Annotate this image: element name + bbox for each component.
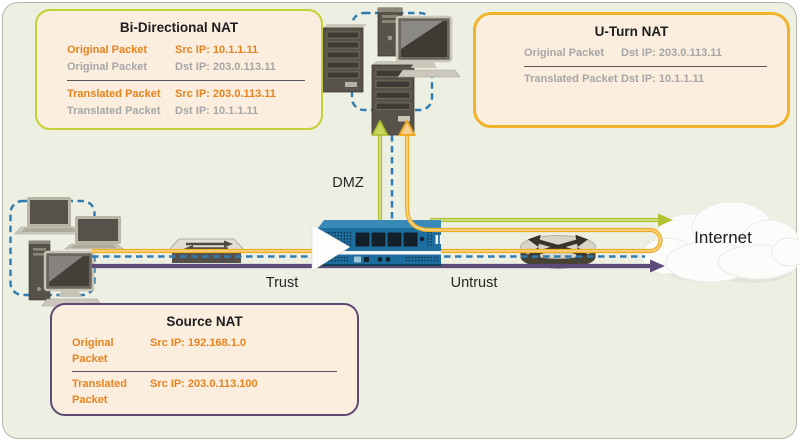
bidirectional-nat-arrowhead bbox=[658, 213, 673, 227]
nat-row-value: Dst IP: 203.0.113.11 bbox=[621, 47, 722, 59]
nat-row: Original Packet Src IP: 192.168.1.0 bbox=[72, 336, 341, 367]
bidirectional-nat-box: Bi-Directional NAT Original Packet Src I… bbox=[35, 9, 323, 130]
nat-row: Original Packet Dst IP: 203.0.113.11 bbox=[67, 59, 309, 76]
nat-row-label: Original Packet bbox=[67, 44, 148, 56]
nat-row: Translated Packet Src IP: 203.0.113.100 bbox=[72, 377, 341, 408]
firewall-ports bbox=[355, 232, 418, 247]
nat-row-label: Original Packet bbox=[72, 337, 114, 365]
nat-row-label: Translated Packet bbox=[524, 72, 618, 85]
nat-row-label: Original Packet bbox=[67, 61, 148, 73]
nat-row-value: Dst IP: 10.1.1.11 bbox=[621, 72, 705, 85]
source-nat-box: Source NAT Original Packet Src IP: 192.1… bbox=[50, 303, 359, 416]
nat-row-value: Dst IP: 203.0.113.11 bbox=[175, 61, 276, 73]
box-title: U-Turn NAT bbox=[594, 24, 669, 39]
nat-row-value: Src IP: 203.0.113.11 bbox=[175, 88, 276, 100]
laptop-icon bbox=[64, 216, 124, 250]
uturn-nat-box: U-Turn NAT Original Packet Dst IP: 203.0… bbox=[473, 12, 790, 128]
box-title: Bi-Directional NAT bbox=[119, 20, 239, 35]
internet-label: Internet bbox=[694, 228, 752, 247]
nat-row: Translated Packet Dst IP: 10.1.1.11 bbox=[524, 72, 771, 88]
uturn-nat-line-upper bbox=[404, 132, 448, 233]
uturn-nat-arrowhead bbox=[397, 118, 417, 136]
dmz-label: DMZ bbox=[332, 175, 364, 191]
divider bbox=[524, 65, 767, 67]
firewall-icon bbox=[311, 220, 443, 272]
divider bbox=[67, 80, 305, 81]
nat-row: Translated Packet Dst IP: 10.1.1.11 bbox=[67, 103, 309, 120]
nat-row-value: Dst IP: 10.1.1.11 bbox=[175, 105, 259, 117]
nat-row-label: Original Packet bbox=[524, 47, 605, 59]
box-title: Source NAT bbox=[166, 314, 243, 329]
source-nat-arrowhead bbox=[650, 259, 665, 273]
trust-label: Trust bbox=[265, 275, 299, 291]
nat-row-value: Src IP: 203.0.113.100 bbox=[150, 378, 258, 390]
laptop-icon bbox=[14, 197, 84, 235]
nat-row: Original Packet Src IP: 10.1.1.11 bbox=[67, 42, 309, 59]
nat-row-value: Src IP: 192.168.1.0 bbox=[150, 337, 247, 349]
nat-row-label: Translated Packet bbox=[72, 378, 128, 406]
server-icon bbox=[322, 24, 367, 93]
internet-cloud-icon bbox=[641, 201, 800, 283]
bidirectional-nat-arrowhead-up bbox=[371, 119, 389, 136]
untrust-label: Untrust bbox=[450, 275, 498, 291]
nat-row-label: Translated Packet bbox=[67, 105, 161, 117]
nat-row-label: Translated Packet bbox=[67, 88, 161, 100]
arrow-right-icon bbox=[224, 240, 233, 248]
divider bbox=[72, 371, 337, 372]
nat-row: Original Packet Dst IP: 203.0.113.11 bbox=[524, 46, 771, 62]
dmz-servers-icon bbox=[322, 7, 460, 136]
nat-row: Translated Packet Src IP: 203.0.113.11 bbox=[67, 86, 309, 103]
firewall-funnel bbox=[311, 224, 351, 272]
monitor-icon bbox=[395, 15, 460, 78]
nat-row-value: Src IP: 10.1.1.11 bbox=[175, 44, 259, 56]
